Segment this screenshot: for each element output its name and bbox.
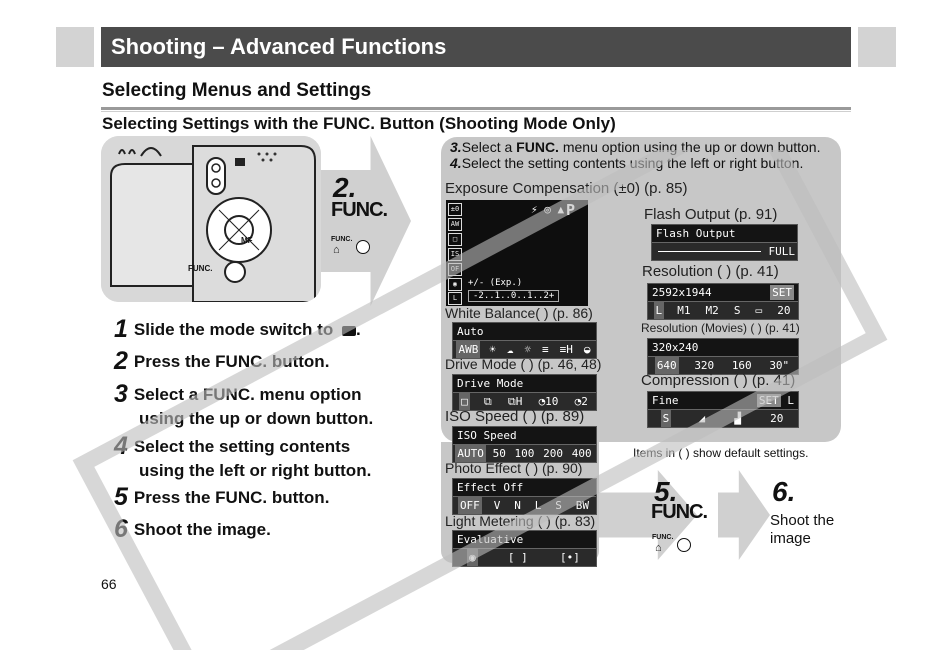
menu-white-balance: Auto AWB☀☁☼≡≡H◒ bbox=[452, 322, 597, 359]
home-icon-2: ⌂ bbox=[655, 542, 662, 554]
lcd-mode: P bbox=[566, 201, 576, 219]
label-resolution-movies: Resolution (Movies) ( ) (p. 41) bbox=[641, 321, 800, 335]
step6-text-2: image bbox=[770, 530, 811, 547]
step5-func-label: FUNC. bbox=[651, 501, 708, 523]
header-left-tab bbox=[56, 27, 94, 67]
func-button-icon bbox=[356, 240, 370, 254]
camera-back-drawing bbox=[101, 136, 321, 302]
header-right-tab bbox=[858, 27, 896, 67]
metering-option[interactable]: ◉ bbox=[467, 549, 478, 566]
exposure-icon: ±0 bbox=[448, 203, 462, 216]
step6-arrow bbox=[718, 470, 770, 560]
wb-icon: AW bbox=[448, 218, 462, 231]
step2-button-caption: FUNC. bbox=[331, 236, 353, 243]
label-iso-speed: ISO Speed ( ) (p. 89) bbox=[445, 408, 585, 425]
compression-option[interactable]: ◢ bbox=[698, 412, 706, 425]
label-flash-output: Flash Output (p. 91) bbox=[644, 206, 778, 223]
effect-option[interactable]: N bbox=[514, 499, 521, 512]
section-title: Selecting Menus and Settings bbox=[102, 80, 372, 101]
label-light-metering: Light Metering ( ) (p. 83) bbox=[445, 513, 596, 529]
lcd-screen: ±0 AW □ IS OF ◉ L P ⚡ ◎ ▲ +/- (Exp.) -2.… bbox=[446, 200, 588, 306]
step5-button-caption: FUNC. bbox=[652, 534, 674, 541]
effect-icon: OF bbox=[448, 263, 462, 276]
compression-option[interactable]: 20 bbox=[770, 412, 784, 425]
instruction-step4: 4.Select the setting contents using the … bbox=[450, 155, 804, 171]
camera-mode-icon bbox=[341, 326, 356, 336]
label-exposure: Exposure Compensation (±0) (p. 85) bbox=[445, 180, 688, 197]
res-option-row: L M1 M2 S ▭ 20 bbox=[648, 301, 798, 319]
menu-flash-output: Flash Output FULL bbox=[651, 224, 798, 261]
drive-icon: □ bbox=[448, 233, 462, 246]
compression-option[interactable]: S bbox=[660, 410, 672, 427]
label-drive-mode: Drive Mode ( ) (p. 46, 48) bbox=[445, 356, 602, 372]
effect-option[interactable]: OFF bbox=[457, 497, 482, 514]
lcd-exp-label: +/- (Exp.) bbox=[468, 278, 523, 288]
lcd-exp-scale: -2..1..0..1..2+ bbox=[468, 290, 560, 302]
camera-illustration: FUNC. MF bbox=[101, 136, 321, 302]
resolution-option[interactable]: 20 bbox=[777, 304, 791, 317]
step6-number: 6. bbox=[772, 476, 796, 507]
label-compression: Compression ( ) (p. 41) bbox=[641, 372, 796, 389]
comp-option-row: S ◢ ▟ 20 bbox=[648, 409, 798, 427]
compression-option[interactable]: ▟ bbox=[734, 412, 741, 425]
effect-option[interactable]: BW bbox=[575, 499, 590, 512]
resolution-option[interactable]: ▭ bbox=[755, 304, 763, 317]
section-rule-thin bbox=[101, 111, 851, 112]
page-number: 66 bbox=[101, 576, 117, 592]
instruction-step3: 3.Select a FUNC. menu option using the u… bbox=[450, 139, 821, 155]
default-settings-note: Items in ( ) show default settings. bbox=[633, 446, 809, 460]
effect-option[interactable]: L bbox=[534, 499, 542, 512]
metering-option[interactable]: [ ] bbox=[507, 551, 528, 564]
step2-func-label: FUNC. bbox=[331, 199, 388, 221]
resolution-icon: L bbox=[448, 292, 462, 305]
menu-light-metering: Evaluative ◉[ ][•] bbox=[452, 530, 597, 567]
label-resolution: Resolution ( ) (p. 41) bbox=[642, 263, 779, 280]
resolution-option[interactable]: M2 bbox=[705, 304, 719, 317]
resolution-option[interactable]: S bbox=[733, 304, 741, 317]
meter-option-row: ◉ [ ] [•] bbox=[453, 548, 596, 566]
camera-func-label: FUNC. bbox=[188, 264, 213, 273]
metering-option[interactable]: [•] bbox=[560, 551, 580, 564]
section-rule bbox=[101, 107, 851, 110]
home-icon: ⌂ bbox=[333, 244, 340, 256]
camera-mf-label: MF bbox=[241, 236, 253, 245]
flash-output-full: FULL bbox=[768, 245, 796, 258]
subsection-title: Selecting Settings with the FUNC. Button… bbox=[102, 114, 616, 133]
resolution-option[interactable]: L bbox=[653, 302, 665, 319]
iso-icon: IS bbox=[448, 248, 462, 261]
effect-option[interactable]: S bbox=[555, 499, 562, 512]
label-white-balance: White Balance( ) (p. 86) bbox=[445, 305, 593, 321]
flash-output-scale bbox=[658, 251, 761, 252]
func-button-icon-2 bbox=[677, 538, 691, 552]
lcd-flash-icon: ⚡ ◎ ▲ bbox=[531, 203, 565, 216]
metering-icon: ◉ bbox=[448, 278, 462, 291]
step6-text-1: Shoot the bbox=[770, 512, 835, 529]
menu-drive-mode: Drive Mode □⧉⧉H◔10◔2 bbox=[452, 374, 597, 411]
page-title: Shooting – Advanced Functions bbox=[101, 27, 851, 67]
label-photo-effect: Photo Effect ( ) (p. 90) bbox=[445, 460, 583, 476]
effect-option[interactable]: V bbox=[493, 499, 501, 512]
resolution-option[interactable]: M1 bbox=[677, 304, 691, 317]
